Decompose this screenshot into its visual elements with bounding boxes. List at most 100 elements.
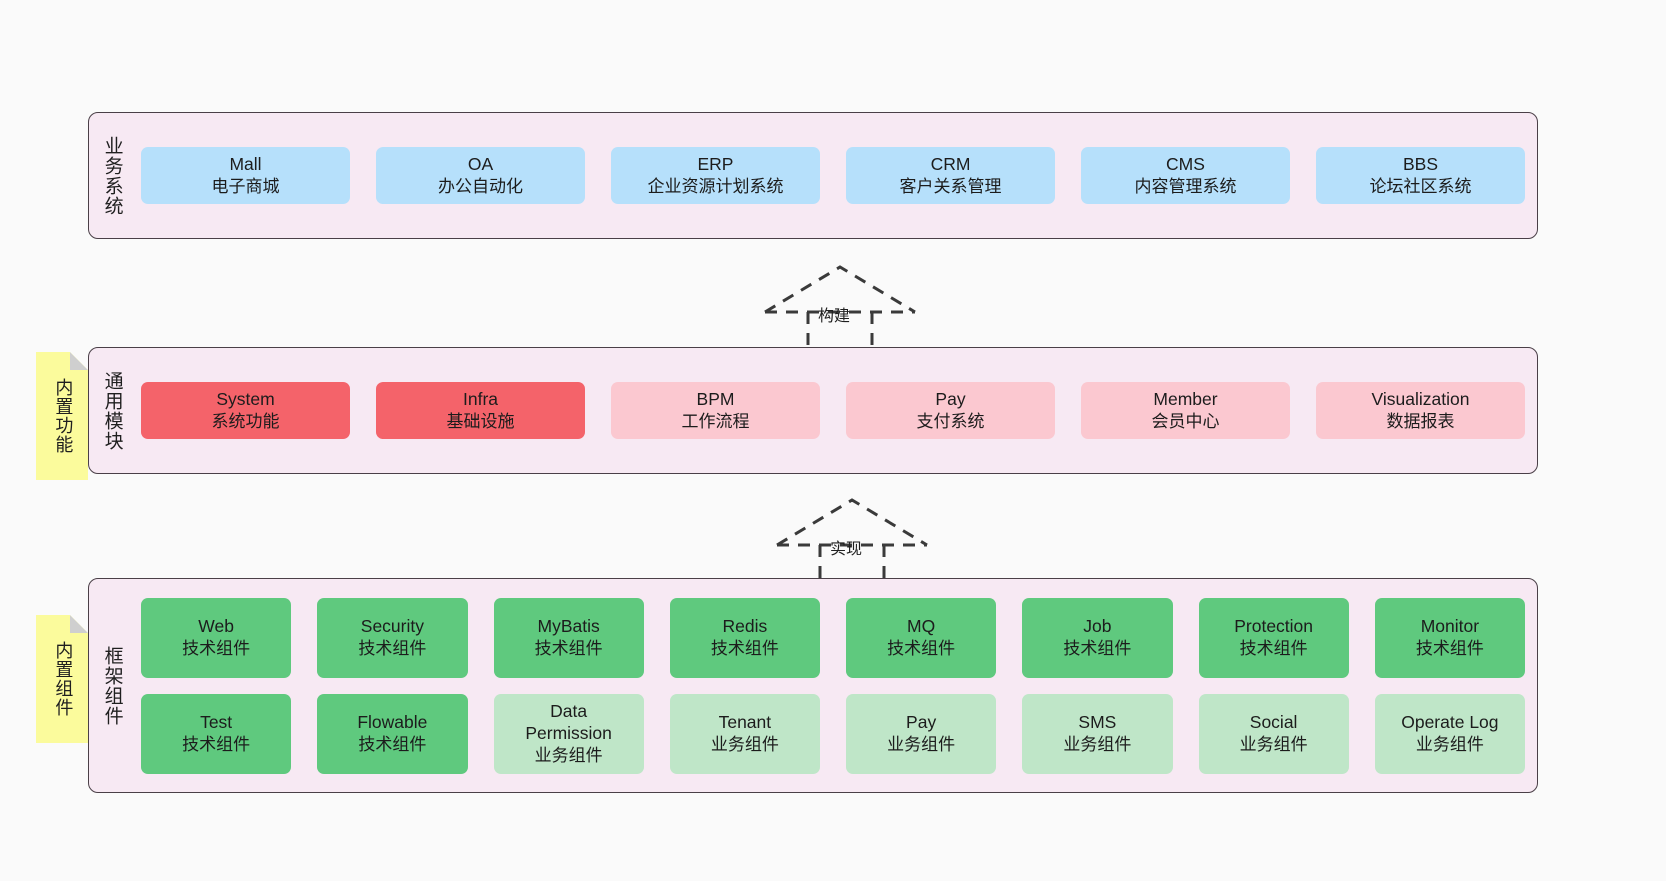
box-bbs-name: BBS [1402, 154, 1439, 175]
connector-build-label: 构建 [818, 308, 851, 325]
box-social-name: Social [1249, 712, 1298, 733]
layer-common-modules: 通用模块 System 系统功能 Infra 基础设施 BPM 工作流程 Pay… [88, 347, 1538, 474]
box-data-permission-desc: 业务组件 [534, 746, 603, 766]
box-infra-name: Infra [462, 389, 499, 410]
box-infra-desc: 基础设施 [446, 411, 515, 431]
connector-build: 构建 [760, 262, 920, 358]
box-redis[interactable]: Redis 技术组件 [669, 597, 820, 678]
box-mall[interactable]: Mall 电子商城 [141, 147, 350, 204]
box-oa-name: OA [467, 154, 494, 175]
box-monitor-name: Monitor [1420, 616, 1480, 637]
layer-framework-components: 框架组件 Web 技术组件 Security 技术组件 MyBatis 技术组件… [88, 578, 1538, 793]
note-builtin-components: 内置组件 [36, 615, 88, 743]
box-pay-component-name: Pay [906, 712, 937, 733]
box-bpm[interactable]: BPM 工作流程 [611, 382, 820, 439]
box-bbs[interactable]: BBS 论坛社区系统 [1316, 147, 1525, 204]
box-tenant-desc: 业务组件 [710, 734, 779, 754]
box-redis-desc: 技术组件 [710, 638, 779, 658]
box-erp-name: ERP [697, 154, 734, 175]
layer-business-systems: 业务系统 Mall 电子商城 OA 办公自动化 ERP 企业资源计划系统 CRM… [88, 112, 1538, 239]
box-web-desc: 技术组件 [182, 638, 251, 658]
layer-business-systems-body: Mall 电子商城 OA 办公自动化 ERP 企业资源计划系统 CRM 客户关系… [135, 113, 1537, 238]
layer-common-modules-body: System 系统功能 Infra 基础设施 BPM 工作流程 Pay 支付系统… [135, 348, 1537, 473]
box-bpm-desc: 工作流程 [681, 411, 750, 431]
box-system[interactable]: System 系统功能 [141, 382, 350, 439]
box-social-desc: 业务组件 [1239, 734, 1308, 754]
box-pay-component[interactable]: Pay 业务组件 [846, 693, 997, 774]
box-sms-name: SMS [1078, 712, 1117, 733]
box-mybatis-desc: 技术组件 [534, 638, 603, 658]
build-arrowhead [764, 265, 916, 314]
box-erp-desc: 企业资源计划系统 [647, 176, 784, 196]
box-web[interactable]: Web 技术组件 [141, 597, 292, 678]
box-social[interactable]: Social 业务组件 [1198, 693, 1349, 774]
box-erp[interactable]: ERP 企业资源计划系统 [611, 147, 820, 204]
connector-implement: 实现 [772, 495, 932, 591]
box-mq[interactable]: MQ 技术组件 [846, 597, 997, 678]
box-monitor-desc: 技术组件 [1415, 638, 1484, 658]
box-member-name: Member [1153, 389, 1218, 410]
box-bbs-desc: 论坛社区系统 [1369, 176, 1472, 196]
box-data-permission[interactable]: Data Permission 业务组件 [493, 693, 644, 774]
box-job-name: Job [1083, 616, 1112, 637]
implement-arrowhead [776, 498, 928, 547]
connector-implement-label: 实现 [830, 541, 863, 558]
box-sms-desc: 业务组件 [1063, 734, 1132, 754]
box-pay-module-desc: 支付系统 [916, 411, 985, 431]
box-crm-name: CRM [930, 154, 971, 175]
box-operate-log-desc: 业务组件 [1415, 734, 1484, 754]
box-mq-desc: 技术组件 [887, 638, 956, 658]
box-data-permission-name2: Permission [525, 723, 612, 744]
layer-business-systems-title: 业务系统 [101, 135, 123, 216]
box-monitor[interactable]: Monitor 技术组件 [1374, 597, 1525, 678]
box-system-name: System [216, 389, 275, 410]
box-system-desc: 系统功能 [211, 411, 280, 431]
box-operate-log-name: Operate Log [1401, 712, 1499, 733]
box-visualization-name: Visualization [1371, 389, 1470, 410]
box-tenant[interactable]: Tenant 业务组件 [669, 693, 820, 774]
box-pay-module-name: Pay [935, 389, 966, 410]
box-security-name: Security [360, 616, 424, 637]
box-test[interactable]: Test 技术组件 [141, 693, 292, 774]
box-tenant-name: Tenant [718, 712, 772, 733]
box-mybatis[interactable]: MyBatis 技术组件 [493, 597, 644, 678]
box-cms[interactable]: CMS 内容管理系统 [1081, 147, 1290, 204]
box-pay-module[interactable]: Pay 支付系统 [846, 382, 1055, 439]
common-modules-row: System 系统功能 Infra 基础设施 BPM 工作流程 Pay 支付系统… [141, 382, 1525, 439]
note-builtin-features: 内置功能 [36, 352, 88, 480]
framework-row-business: Test 技术组件 Flowable 技术组件 Data Permission … [141, 693, 1525, 774]
box-infra[interactable]: Infra 基础设施 [376, 382, 585, 439]
box-operate-log[interactable]: Operate Log 业务组件 [1374, 693, 1525, 774]
box-oa-desc: 办公自动化 [438, 176, 523, 196]
box-job[interactable]: Job 技术组件 [1022, 597, 1173, 678]
box-flowable-name: Flowable [357, 712, 428, 733]
layer-framework-components-body: Web 技术组件 Security 技术组件 MyBatis 技术组件 Redi… [135, 579, 1537, 792]
box-mall-name: Mall [229, 154, 262, 175]
box-visualization[interactable]: Visualization 数据报表 [1316, 382, 1525, 439]
box-member-desc: 会员中心 [1151, 411, 1220, 431]
box-flowable[interactable]: Flowable 技术组件 [317, 693, 468, 774]
box-mybatis-name: MyBatis [537, 616, 600, 637]
box-mall-desc: 电子商城 [211, 176, 280, 196]
box-member[interactable]: Member 会员中心 [1081, 382, 1290, 439]
box-job-desc: 技术组件 [1063, 638, 1132, 658]
box-protection[interactable]: Protection 技术组件 [1198, 597, 1349, 678]
box-test-desc: 技术组件 [182, 734, 251, 754]
box-crm[interactable]: CRM 客户关系管理 [846, 147, 1055, 204]
box-redis-name: Redis [722, 616, 768, 637]
framework-row-tech: Web 技术组件 Security 技术组件 MyBatis 技术组件 Redi… [141, 597, 1525, 678]
box-visualization-desc: 数据报表 [1386, 411, 1455, 431]
note-builtin-components-label: 内置组件 [53, 641, 74, 717]
box-sms[interactable]: SMS 业务组件 [1022, 693, 1173, 774]
box-bpm-name: BPM [696, 389, 735, 410]
box-oa[interactable]: OA 办公自动化 [376, 147, 585, 204]
box-test-name: Test [200, 712, 233, 733]
box-crm-desc: 客户关系管理 [899, 176, 1002, 196]
box-cms-desc: 内容管理系统 [1134, 176, 1237, 196]
box-flowable-desc: 技术组件 [358, 734, 427, 754]
box-cms-name: CMS [1166, 154, 1205, 175]
box-pay-component-desc: 业务组件 [887, 734, 956, 754]
box-security[interactable]: Security 技术组件 [317, 597, 468, 678]
business-row: Mall 电子商城 OA 办公自动化 ERP 企业资源计划系统 CRM 客户关系… [141, 147, 1525, 204]
box-security-desc: 技术组件 [358, 638, 427, 658]
